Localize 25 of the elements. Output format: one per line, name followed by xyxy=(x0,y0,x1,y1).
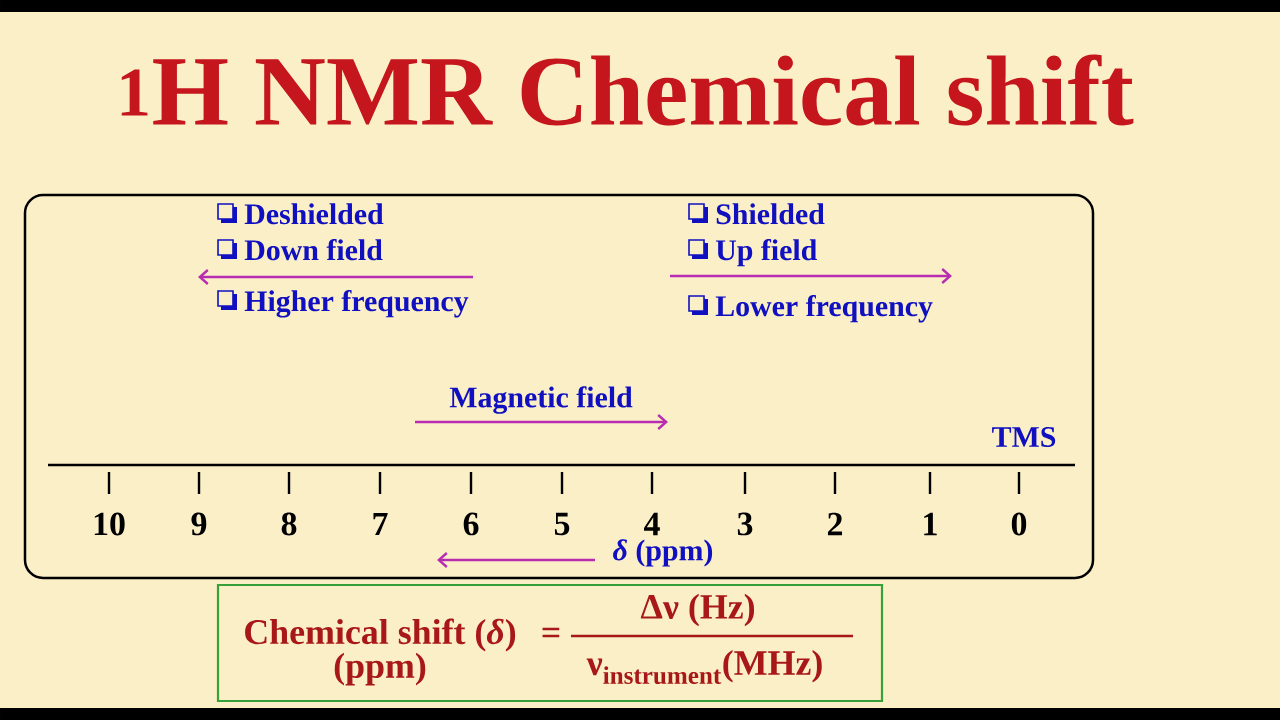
tick-label: 8 xyxy=(281,512,297,536)
equals-sign: = xyxy=(542,627,560,638)
arrow-label: Magnetic field xyxy=(449,386,633,414)
tick-label: 0 xyxy=(1011,512,1027,536)
tick-label: 3 xyxy=(737,512,753,536)
formula-term: Chemical shift (δ) (ppm) xyxy=(245,618,516,686)
tick-label: 10 xyxy=(94,512,125,536)
tick-label: 1 xyxy=(924,512,937,536)
denominator: $\text{ν}_{\text{instrument}}\text{(MHz)}$ xyxy=(586,649,822,685)
numerator: Δν (Hz) xyxy=(640,593,755,627)
property-label: Deshielded xyxy=(244,203,384,225)
reference-label: TMS xyxy=(992,426,1056,448)
property-label: Up field xyxy=(715,238,817,267)
property-label: Down field xyxy=(244,238,383,261)
tick-label: 6 xyxy=(463,512,479,536)
tick-label: 9 xyxy=(191,512,207,536)
title: $^{1}$H NMR Chemical shift xyxy=(121,54,1134,126)
tick-label: 5 xyxy=(554,512,570,536)
axis-label: δ (ppm) xyxy=(613,539,713,567)
tick-label: 4 xyxy=(644,512,660,536)
property-label: Lower frequency xyxy=(715,294,933,323)
tick-label: 7 xyxy=(373,512,388,536)
property-label: Higher frequency xyxy=(244,289,469,318)
tick-label: 2 xyxy=(827,512,842,536)
property-label: Shielded xyxy=(716,203,825,225)
